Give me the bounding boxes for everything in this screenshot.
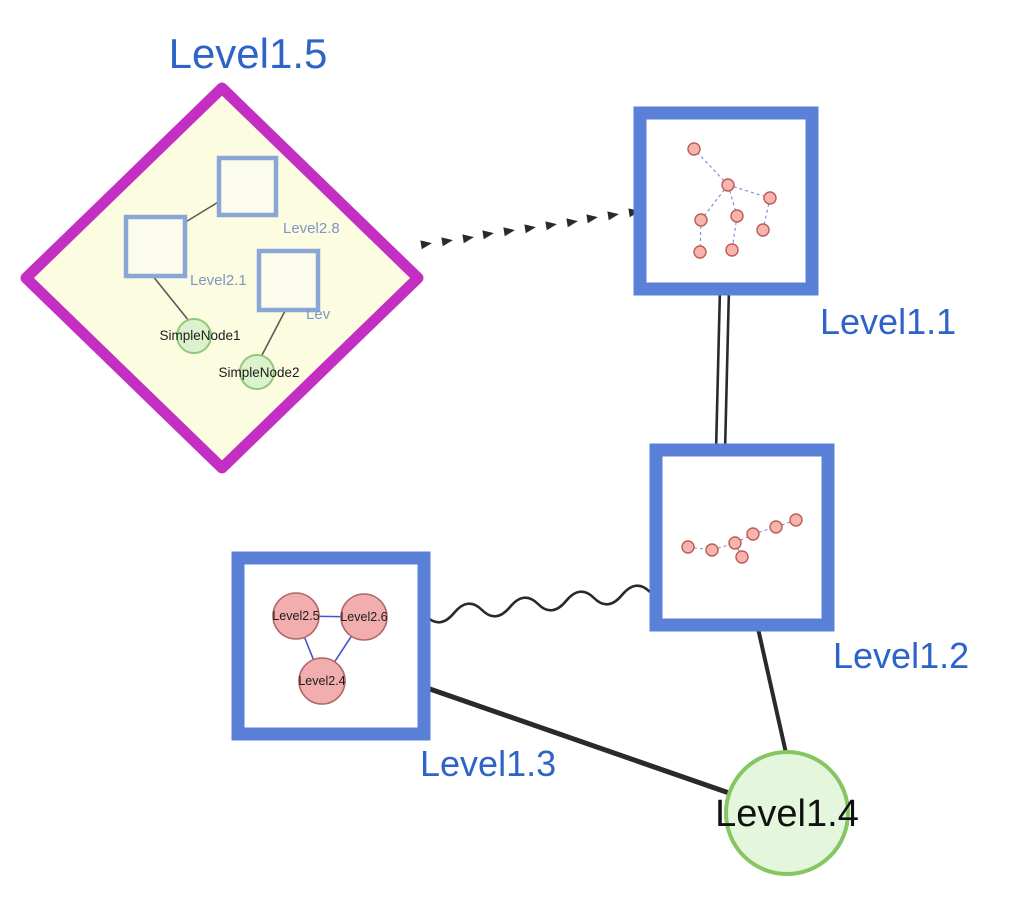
mini-node[interactable] <box>687 142 701 156</box>
simplenode2-circle[interactable] <box>239 354 275 390</box>
edge-level12-level13-wavy[interactable] <box>425 584 651 624</box>
level11-box[interactable] <box>633 106 819 296</box>
level12-box[interactable] <box>649 443 835 632</box>
edge-level15-level11[interactable] <box>420 207 640 250</box>
mini-node[interactable] <box>693 245 707 259</box>
level25-circle[interactable] <box>272 592 320 640</box>
arrowhead-icon <box>482 230 494 240</box>
edge-level11-level12[interactable] <box>714 287 731 453</box>
level28-label: Level2.8 <box>283 220 340 237</box>
mini-node[interactable] <box>769 520 783 534</box>
mini-edge <box>700 184 729 221</box>
edge-lev-simplenode2[interactable] <box>260 308 287 358</box>
node-level14: Level1.4 <box>715 750 859 876</box>
arrowhead-icon <box>545 221 557 231</box>
level13-mini-graph: Level2.5 Level2.6 Level2.4 <box>272 592 388 705</box>
mini-node[interactable] <box>725 243 739 257</box>
level14-circle[interactable] <box>724 750 850 876</box>
edge-level13-level14[interactable] <box>426 685 756 805</box>
level24-label: Level2.4 <box>298 674 345 688</box>
top-level-edges <box>420 207 788 805</box>
edge-level12-level14[interactable] <box>755 623 788 754</box>
arrowhead-icon <box>441 237 453 247</box>
level21-square[interactable] <box>123 214 188 279</box>
level28-square[interactable] <box>216 155 279 218</box>
level13-box[interactable] <box>231 551 431 741</box>
level11-mini-graph <box>687 142 777 259</box>
level26-circle[interactable] <box>340 593 388 641</box>
lev-label: Lev <box>306 306 331 323</box>
level26-label: Level2.6 <box>340 610 387 624</box>
node-level11 <box>633 106 819 296</box>
mini-node[interactable] <box>756 223 770 237</box>
level24-circle[interactable] <box>298 657 346 705</box>
arrowhead-icon <box>462 234 474 244</box>
mini-node[interactable] <box>721 178 735 192</box>
mini-node[interactable] <box>694 213 708 227</box>
mini-node[interactable] <box>735 550 749 564</box>
level15-label: Level1.5 <box>169 30 328 77</box>
mini-node[interactable] <box>681 540 695 554</box>
double-line-2 <box>723 287 731 453</box>
node-level13: Level2.5 Level2.6 Level2.4 <box>231 551 431 741</box>
simplenode2-label: SimpleNode2 <box>218 365 299 380</box>
mini-node[interactable] <box>728 536 742 550</box>
simplenode1-label: SimpleNode1 <box>159 328 240 343</box>
mini-node[interactable] <box>705 543 719 557</box>
lev-square[interactable] <box>256 248 321 313</box>
arrowhead-icon <box>420 240 432 250</box>
level21-label: Level2.1 <box>190 272 247 289</box>
node-level12 <box>649 443 835 632</box>
level14-label: Level1.4 <box>715 793 859 835</box>
level13-label: Level1.3 <box>420 743 556 784</box>
level15-diamond-shape[interactable] <box>20 82 424 474</box>
double-line-1 <box>714 287 722 453</box>
node-level15: Level2.8 Level2.1 Lev SimpleNode1 Simple… <box>20 82 424 474</box>
level25-label: Level2.5 <box>272 609 319 623</box>
mini-node[interactable] <box>763 191 777 205</box>
arrowhead-icon <box>607 211 619 221</box>
level11-label: Level1.1 <box>820 301 956 342</box>
simplenode1-circle[interactable] <box>176 318 212 354</box>
edge-level28-level21[interactable] <box>183 200 221 224</box>
mini-edge <box>727 184 771 199</box>
arrowhead-icon <box>566 218 578 228</box>
level12-label: Level1.2 <box>833 635 969 676</box>
arrowhead-icon <box>524 224 536 234</box>
arrowhead-icon <box>586 214 598 224</box>
arrowhead-icon <box>503 227 515 237</box>
mini-node[interactable] <box>746 527 760 541</box>
edge-level21-simplenode1[interactable] <box>151 274 190 322</box>
mini-edge <box>693 148 729 186</box>
level12-mini-graph <box>681 513 803 564</box>
mini-node[interactable] <box>730 209 744 223</box>
mini-node[interactable] <box>789 513 803 527</box>
